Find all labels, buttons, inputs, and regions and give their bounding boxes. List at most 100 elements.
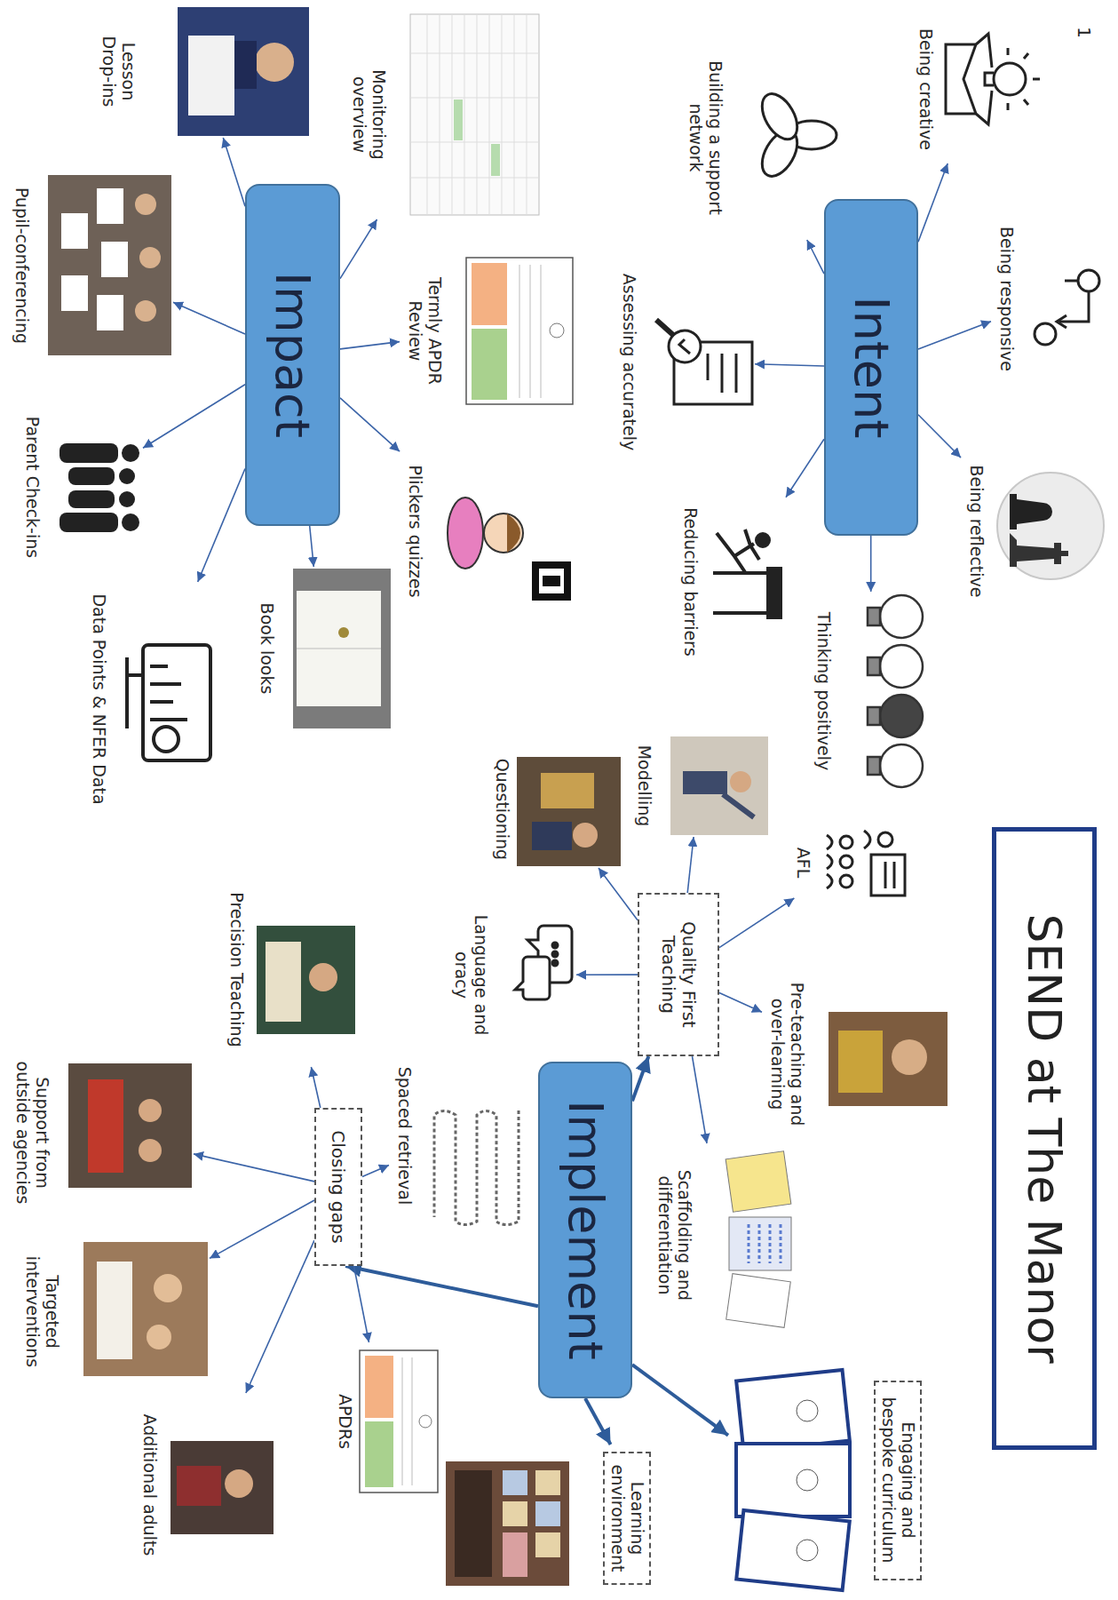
branch-item: Data Points & NFER Data (83, 581, 215, 817)
connector-arrow (719, 897, 794, 948)
node-label: Pupil-conferencing (11, 187, 32, 344)
branch-item: Modelling (628, 734, 770, 837)
connector-arrow (340, 341, 400, 349)
node-label: Engaging and bespoke curriculum (873, 1379, 922, 1580)
connector-arrow (193, 1153, 315, 1182)
branch-item: Questioning (486, 750, 623, 868)
page-number: 1 (1073, 26, 1095, 39)
thick-arrow (632, 1055, 649, 1101)
connector-arrow (687, 836, 694, 893)
connector-arrow (310, 1066, 320, 1108)
branch-item: Pre-teaching and over-learning (761, 963, 950, 1144)
branch-item: Termly APDR Review (399, 253, 575, 409)
connector-arrow (785, 438, 825, 498)
chess-icon (997, 472, 1104, 579)
node-label: Questioning (491, 758, 512, 860)
connector-arrow (692, 1055, 708, 1143)
connector-arrow (309, 525, 315, 567)
assessing-icon (656, 319, 753, 405)
branch-item: Monitoring overview (343, 9, 541, 220)
node-label: Intent (844, 296, 897, 439)
support-photo (68, 1062, 192, 1188)
questioning-photo (516, 756, 621, 866)
node-label: Learning environment (602, 1451, 651, 1585)
node-label: Reducing barriers (680, 507, 700, 657)
node-label: Quality First Teaching (658, 911, 699, 1037)
connector-arrow (245, 1239, 315, 1393)
node-label: Pre-teaching and over-learning (767, 967, 807, 1141)
branch-item: Precision Teaching (221, 872, 357, 1067)
afl-icon (826, 830, 905, 896)
branch-item: Lesson Drop-ins (93, 5, 311, 138)
branch-item: Being reflective (960, 449, 1108, 613)
spreadsheet-image (410, 14, 540, 215)
node-label: Thinking positively (813, 611, 833, 770)
diagram-title: SEND at The Manor (1017, 912, 1071, 1363)
node-label: Implement (558, 1099, 611, 1359)
scaffolding-cards (725, 1150, 792, 1328)
data-icon (126, 644, 211, 761)
targeted-photo (83, 1241, 208, 1376)
branch-item: Being creative (910, 15, 1041, 164)
branch-item: APDRs (329, 1341, 440, 1500)
connector-arrow (754, 364, 825, 366)
thick-arrow (585, 1397, 611, 1444)
node-label: Termly APDR Review (404, 264, 445, 398)
precision-photo (256, 925, 356, 1034)
dashed-group-box: Closing gaps (314, 1107, 363, 1266)
branch-item: Pupil-conferencing (6, 168, 174, 363)
connector-arrow (807, 239, 825, 274)
hands-icon (754, 87, 837, 183)
title-box: SEND at The Manor (991, 826, 1097, 1450)
branch-item: Language and oracy (445, 897, 577, 1052)
preteaching-photo (828, 1011, 948, 1106)
node-label: Being reflective (966, 465, 986, 598)
node-label: Closing gaps (328, 1129, 349, 1244)
node-label: Data Points & NFER Data (88, 593, 109, 804)
node-label: Being responsive (996, 226, 1016, 372)
spaced-icon (434, 1110, 519, 1225)
branch-item: Building a support network (680, 35, 832, 240)
plickers-cartoon (447, 497, 571, 601)
node-label: Additional adults (139, 1413, 159, 1556)
node-label: Parent Check-ins (22, 416, 42, 558)
node-label: Building a support network (685, 48, 725, 227)
branch-item: Additional adults (134, 1392, 276, 1577)
creative-icon (945, 33, 1040, 125)
node-label: Monitoring overview (348, 61, 389, 168)
branch-item: Support from outside agencies (7, 1049, 194, 1215)
branch-item: Scaffolding and differentiation (649, 1142, 796, 1327)
branch-item: Reducing barriers (674, 490, 786, 674)
apdr-document (359, 1349, 438, 1492)
connector-arrow (209, 1199, 315, 1258)
connector-arrow (362, 1165, 389, 1177)
branch-item: AFL (787, 826, 909, 898)
connector-arrow (222, 137, 246, 207)
branch-item: Assessing accurately (613, 254, 755, 469)
adults-photo (170, 1440, 274, 1534)
branch-item: Thinking positively (808, 591, 934, 791)
node-label: Precision Teaching (226, 891, 246, 1047)
thick-arrow (345, 1265, 539, 1306)
node-label: Targeted interventions (22, 1244, 62, 1379)
stage-box: Implement (538, 1061, 633, 1398)
connector-arrow (870, 535, 873, 592)
branch-item: Targeted interventions (16, 1239, 210, 1383)
node-label: Support from outside agencies (12, 1053, 52, 1212)
node-label: Assessing accurately (618, 273, 639, 451)
connector-arrow (173, 301, 246, 334)
apdr-document (466, 257, 573, 405)
connector-arrow (198, 468, 246, 583)
node-label: Plickers quizzes (404, 464, 425, 597)
node-label: Book looks (256, 602, 277, 695)
connector-arrow (918, 321, 992, 349)
speech-icon (515, 925, 572, 1000)
parents-icon (59, 443, 140, 532)
connector-arrow (719, 992, 762, 1013)
modelling-photo (670, 736, 769, 835)
node-label: Modelling (634, 745, 654, 827)
node-label: Impact (266, 271, 319, 438)
node-label: Spaced retrieval (394, 1066, 414, 1205)
connector-arrow (340, 219, 378, 279)
